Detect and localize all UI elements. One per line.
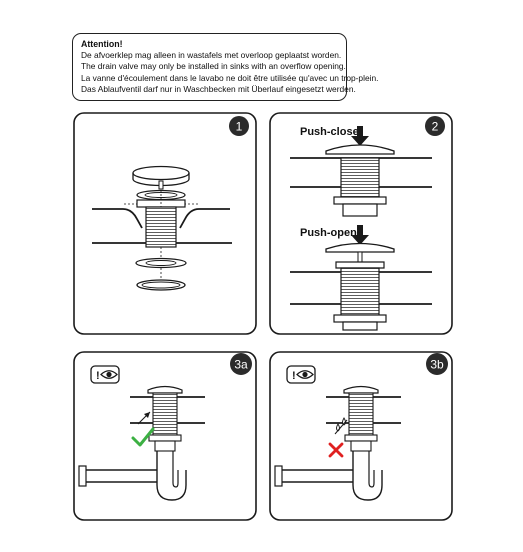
panel-step-3a: 3a ! [73, 351, 257, 521]
check-mark-icon [131, 427, 155, 447]
panel-step-3b: 3b ! [269, 351, 453, 521]
step-3b-label: 3b [430, 358, 444, 372]
attention-eye-icon: ! [90, 365, 120, 384]
attention-notice: Attention! De afvoerklep mag alleen in w… [72, 33, 379, 101]
notice-line-fr: La vanne d'écoulement dans le lavabo ne … [81, 72, 379, 83]
push-open-arrow-icon [351, 225, 369, 245]
step-3a-label: 3a [234, 358, 248, 372]
push-open-label: Push-open [300, 227, 357, 239]
step-2-badge: 2 [425, 116, 445, 136]
panel-step-2: 2 Push-close Push-open [269, 112, 453, 335]
svg-text:!: ! [96, 370, 100, 382]
step-3a-badge: 3a [230, 353, 252, 375]
step-3b-badge: 3b [426, 353, 448, 375]
svg-text:!: ! [292, 370, 296, 382]
cross-mark-icon [328, 442, 344, 458]
notice-title: Attention! [81, 39, 123, 49]
valve-open [290, 242, 432, 331]
valve-closed [290, 144, 432, 217]
attention-eye-icon: ! [286, 365, 316, 384]
push-close-label: Push-close [300, 126, 359, 138]
notice-line-nl: De afvoerklep mag alleen in wastafels me… [81, 50, 342, 61]
step-1-badge: 1 [229, 116, 249, 136]
panel-step-1: 1 [73, 112, 257, 335]
push-close-arrow-icon [351, 126, 369, 146]
step-2-label: 2 [432, 120, 439, 134]
notice-line-de: Das Ablaufventil darf nur in Waschbecken… [81, 83, 356, 94]
step-1-label: 1 [236, 120, 243, 134]
notice-line-en: The drain valve may only be installed in… [81, 61, 346, 72]
water-drops-icon [334, 417, 348, 435]
